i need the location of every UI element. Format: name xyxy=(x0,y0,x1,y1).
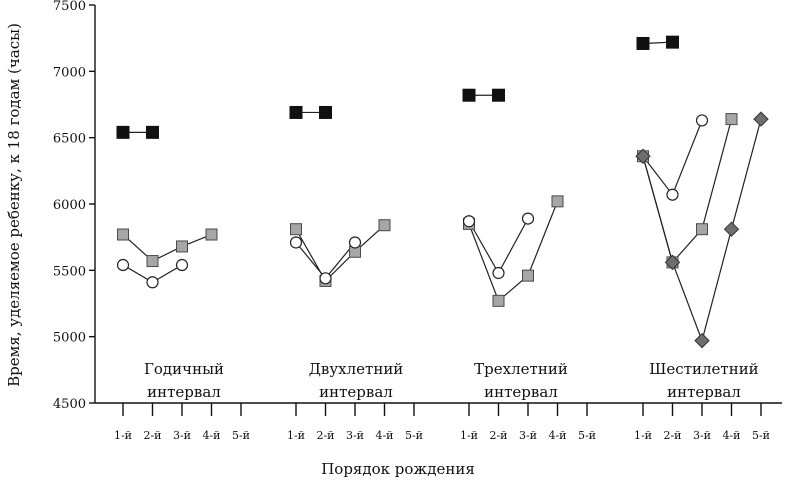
interval-group: Двухлетний интервал xyxy=(289,105,404,401)
series-line-open-circle xyxy=(642,120,703,196)
point-open-circle xyxy=(695,114,709,127)
point-filled-square xyxy=(319,105,332,119)
point-open-circle xyxy=(666,188,679,201)
point-gray-square xyxy=(696,223,708,236)
x-tick-label: 5-й xyxy=(232,429,250,442)
y-tick-label: 5000 xyxy=(53,331,86,346)
series-line-gray-square xyxy=(295,224,385,282)
point-gray-square xyxy=(146,255,159,268)
point-gray-square xyxy=(117,228,129,241)
x-axis-ticks: 1-й 2-й 3-й 4-й 5-й 1-й 2-й 3-й 4-й 5-й 1-й 2-й 3-й 4… xyxy=(114,403,770,442)
point-filled-square xyxy=(666,35,679,49)
interval-label-line2: интервал xyxy=(319,383,393,401)
y-axis-title: Время, уделяемое ребенку, к 18 годам (ча… xyxy=(5,23,23,387)
interval-label-line1: Трехлетний xyxy=(474,360,568,378)
point-filled-square xyxy=(289,105,303,119)
point-gray-square xyxy=(522,269,534,282)
x-tick-label: 1-й xyxy=(460,429,478,442)
point-open-circle xyxy=(289,236,303,249)
interval-label-line1: Шестилетний xyxy=(649,360,758,378)
point-gray-diamond xyxy=(694,332,710,349)
x-tick-label: 2-й xyxy=(663,429,681,442)
point-gray-diamond xyxy=(664,254,681,271)
point-filled-square xyxy=(116,125,130,139)
interval-label-line2: интервал xyxy=(667,383,741,401)
point-gray-diamond xyxy=(635,148,651,164)
interval-label-line2: интервал xyxy=(484,383,558,401)
y-tick-label: 7500 xyxy=(53,0,86,14)
x-tick-label: 1-й xyxy=(287,429,305,442)
point-gray-square xyxy=(290,223,302,236)
point-gray-square xyxy=(551,195,564,208)
point-open-circle xyxy=(521,212,535,225)
point-gray-square xyxy=(176,240,188,253)
point-filled-square xyxy=(636,36,650,50)
point-open-circle xyxy=(462,215,476,228)
x-tick-label: 3-й xyxy=(693,429,711,442)
x-tick-label: 2-й xyxy=(489,429,507,442)
interval-group: Годичный интервал xyxy=(116,125,224,401)
x-tick-label: 2-й xyxy=(316,429,334,442)
point-gray-square xyxy=(378,219,391,232)
interval-label-line1: Годичный xyxy=(144,360,224,378)
x-tick-label: 4-й xyxy=(202,429,220,442)
x-tick-label: 2-й xyxy=(143,429,161,442)
y-tick-label: 4500 xyxy=(53,397,86,412)
point-open-circle xyxy=(319,272,332,285)
y-tick-label: 5500 xyxy=(53,264,86,279)
interval-groups: ГодичныйинтервалДвухлетнийинтервалТрехле… xyxy=(116,35,769,401)
series-line-gray-square xyxy=(468,201,559,302)
x-tick-label: 1-й xyxy=(114,429,132,442)
x-tick-label: 3-й xyxy=(519,429,537,442)
interval-label-line1: Двухлетний xyxy=(309,360,404,378)
x-tick-label: 1-й xyxy=(634,429,652,442)
x-tick-label: 3-й xyxy=(346,429,364,442)
y-tick-label: 6000 xyxy=(53,198,86,213)
point-open-circle xyxy=(492,266,505,280)
x-tick-label: 4-й xyxy=(722,429,740,442)
y-tick-label: 7000 xyxy=(53,65,86,80)
point-open-circle xyxy=(348,236,362,249)
series-line-gray-square xyxy=(642,118,733,264)
point-gray-square xyxy=(205,228,218,241)
point-gray-square xyxy=(725,113,738,126)
x-tick-label: 5-й xyxy=(405,429,423,442)
interval-label-line2: интервал xyxy=(147,383,221,401)
x-axis-title: Порядок рождения xyxy=(321,460,475,478)
x-tick-label: 4-й xyxy=(548,429,566,442)
point-gray-diamond xyxy=(723,221,740,237)
y-axis-ticks: 4500 5000 5500 6000 6500 7000 7500 xyxy=(53,0,95,412)
point-gray-square xyxy=(492,294,505,307)
point-gray-diamond xyxy=(753,111,769,127)
y-tick-label: 6500 xyxy=(53,132,86,147)
x-tick-label: 3-й xyxy=(173,429,191,442)
series-line-gray-square xyxy=(122,233,212,262)
point-filled-square xyxy=(146,125,159,139)
point-open-circle xyxy=(146,276,159,289)
interval-group: Шестилетний интервал xyxy=(635,35,769,401)
interval-group: Трехлетний интервал xyxy=(462,88,568,401)
point-filled-square xyxy=(462,88,476,102)
axes xyxy=(94,5,782,404)
x-tick-label: 5-й xyxy=(752,429,770,442)
point-open-circle xyxy=(175,258,189,272)
point-open-circle xyxy=(116,258,130,272)
x-tick-label: 4-й xyxy=(375,429,393,442)
point-filled-square xyxy=(492,88,505,102)
x-tick-label: 5-й xyxy=(578,429,596,442)
